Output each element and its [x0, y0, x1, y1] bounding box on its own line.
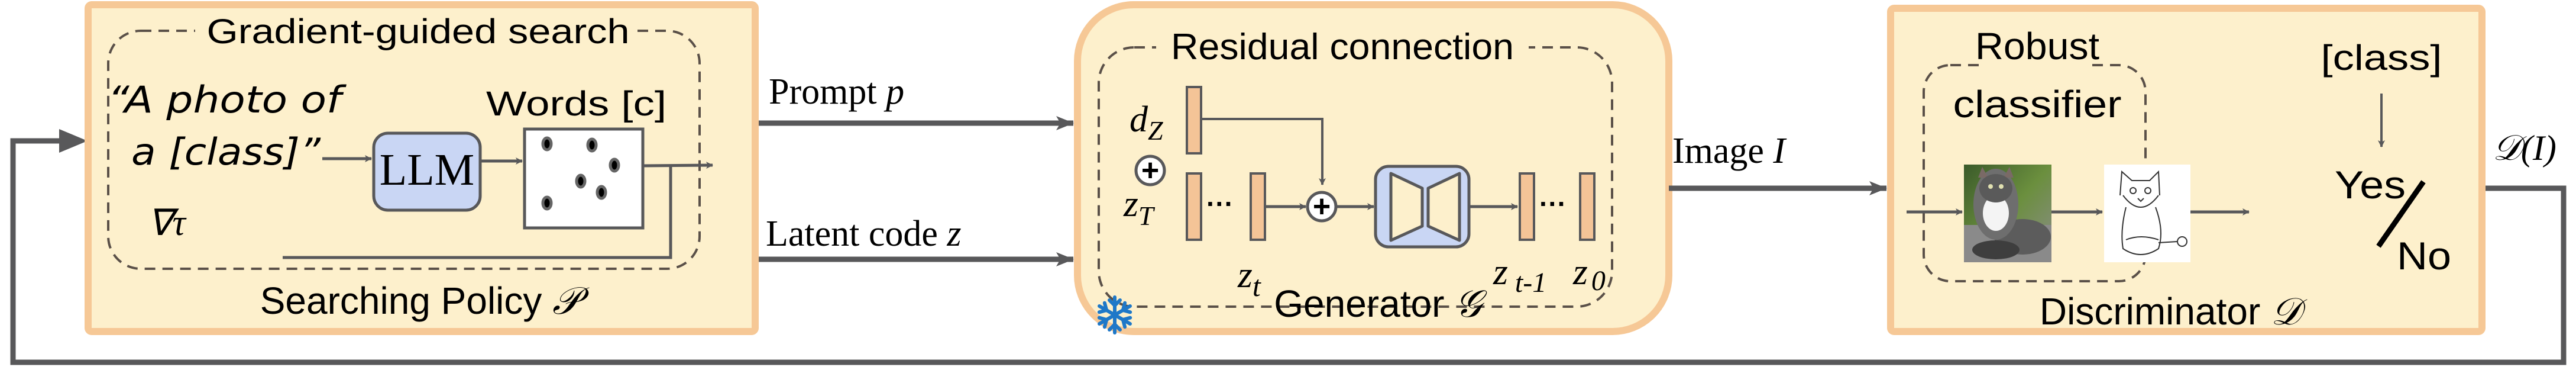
searching-policy-title-text: Searching Policy — [260, 279, 542, 322]
searching-policy-panel: Gradient-guided search “A photo of a [cl… — [85, 1, 759, 335]
generator-title-text: Generator — [1274, 282, 1444, 325]
llm-block — [372, 131, 482, 212]
latent-label: Latent code — [766, 214, 938, 254]
yes-no-divider — [2376, 180, 2426, 248]
prompt-symbol: p — [884, 72, 904, 112]
yes-label: Yes — [2335, 163, 2406, 207]
feedback-arrowhead — [59, 129, 88, 153]
unet-decoder-icon — [1426, 172, 1461, 242]
word-point — [609, 157, 620, 173]
llm-label: LLM — [380, 145, 474, 195]
discriminator-output-label: 𝒟(I) — [2493, 128, 2556, 168]
svg-text:zt-1: zt-1 — [1493, 250, 1546, 298]
ellipsis-1: ··· — [1206, 188, 1234, 219]
robust-label: Robust — [1975, 25, 2099, 67]
ellipsis-2: ··· — [1539, 188, 1567, 219]
zT-bar — [1186, 172, 1202, 241]
unet-block — [1374, 165, 1471, 249]
snowflake-icon — [1097, 295, 1133, 333]
zt-bar — [1250, 172, 1266, 241]
residual-skip-arrow — [1201, 118, 1326, 185]
word-points — [541, 136, 620, 211]
zT-label: z — [1123, 182, 1138, 224]
prompt-arrow: Prompt p — [759, 72, 1074, 130]
discriminator-panel: Robust classifier — [1887, 5, 2486, 335]
feedback-line — [10, 138, 2567, 365]
zt-subscript: t — [1253, 269, 1261, 303]
zt-label: z — [1237, 253, 1253, 295]
svg-text:Latent code z: Latent code z — [766, 214, 962, 254]
latent-symbol: z — [946, 214, 961, 254]
feedback-loop — [10, 129, 2567, 365]
cat-photo — [1964, 165, 2051, 262]
svg-text:zt: zt — [1237, 253, 1261, 303]
image-symbol: I — [1772, 131, 1787, 171]
class-label: [class] — [2321, 38, 2442, 78]
words-output-arrow — [643, 162, 713, 169]
ztm1-bar — [1519, 172, 1535, 241]
classifier-label: classifier — [1953, 83, 2122, 126]
image-label: Image — [1672, 131, 1764, 171]
words-label: Words [c] — [486, 85, 666, 123]
discriminator-title-text: Discriminator — [2040, 290, 2260, 333]
zT-subscript: T — [1138, 201, 1156, 231]
searching-policy-title: Searching Policy 𝒫 — [260, 279, 590, 322]
svg-text:+: + — [1313, 189, 1331, 224]
latent-code-arrow: Latent code z — [759, 214, 1074, 266]
dz-bar — [1186, 86, 1202, 155]
no-label: No — [2397, 234, 2451, 278]
word-point — [596, 185, 607, 200]
image-arrow: Image I — [1669, 131, 1887, 195]
word-point — [541, 136, 553, 152]
gradient-feedback-line — [283, 167, 672, 259]
generator-panel: Residual connection dZ + zT ··· + — [1074, 1, 1672, 335]
z0-bar — [1579, 172, 1596, 241]
svg-text:Prompt p: Prompt p — [769, 72, 904, 112]
residual-connection-label: Residual connection — [1171, 27, 1514, 67]
svg-text:dZ: dZ — [1130, 99, 1163, 146]
dz-label: d — [1130, 99, 1148, 140]
residual-sum-plus-icon: + — [1306, 189, 1338, 224]
word-point — [575, 173, 587, 189]
svg-text:+: + — [1141, 153, 1159, 188]
svg-text:Discriminator 𝒟: Discriminator 𝒟 — [2040, 290, 2308, 333]
prompt-template-line1: “A photo of — [108, 78, 347, 121]
word-point — [541, 195, 553, 211]
z0-subscript: 0 — [1591, 265, 1606, 297]
z0-label: z — [1572, 250, 1588, 292]
svg-text:Image I: Image I — [1672, 131, 1787, 171]
svg-text:zT: zT — [1123, 182, 1156, 231]
svg-text:z0: z0 — [1572, 250, 1606, 297]
dz-subscript: Z — [1148, 115, 1163, 146]
prompt-label: Prompt — [769, 72, 877, 112]
svg-text:Generator 𝒢: Generator 𝒢 — [1274, 282, 1487, 325]
ztm1-label: z — [1493, 250, 1508, 292]
gradient-label: ∇τ — [148, 203, 187, 243]
unet-encoder-icon — [1389, 172, 1424, 242]
ztm1-subscript: t-1 — [1515, 267, 1546, 298]
cat-sketch — [2104, 165, 2190, 262]
gradient-guided-search-label: Gradient-guided search — [207, 12, 630, 51]
prompt-template-line2: a [class]” — [131, 130, 321, 173]
generator-box — [1074, 1, 1672, 335]
concat-plus-icon: + — [1134, 153, 1166, 188]
word-point — [586, 137, 598, 153]
svg-text:Searching Policy 𝒫: Searching Policy 𝒫 — [260, 279, 590, 322]
